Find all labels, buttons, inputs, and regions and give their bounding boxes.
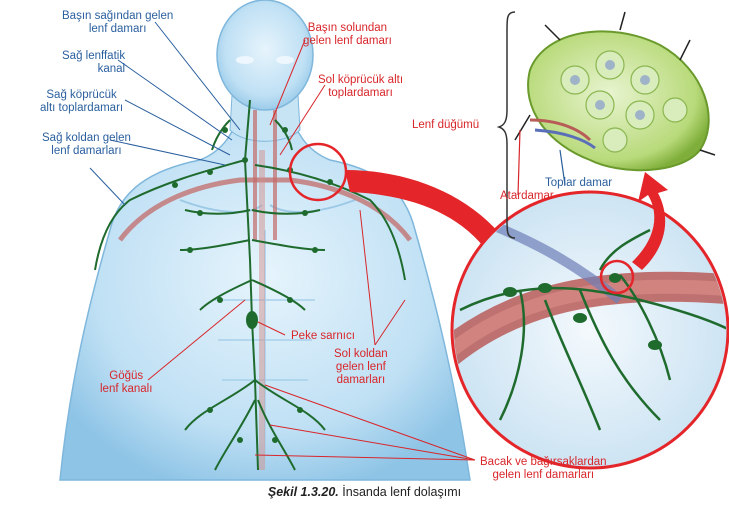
lymph-nodes-body (172, 127, 333, 443)
label-lymph-node: Lenf düğümü (412, 119, 480, 131)
leader-lines (89, 21, 476, 461)
figure-number: Şekil 1.3.20. (267, 485, 339, 499)
body-vessels (118, 110, 412, 470)
node-highlight-circle (599, 259, 635, 295)
label-artery: Atardamar (500, 190, 554, 202)
figure-title: İnsanda lenf dolaşımı (342, 485, 462, 499)
lymph-node-brace (496, 11, 516, 239)
figure-caption: Şekil 1.3.20. İnsanda lenf dolaşımı (0, 485, 729, 499)
lymph-network (94, 99, 406, 471)
label-cisterna-chyli: Peke sarnıcı (291, 330, 355, 342)
zoom-inset (450, 190, 729, 470)
detail-arrow (632, 172, 668, 270)
cisterna-chyli (246, 311, 258, 329)
lymph-node-detail (514, 11, 716, 196)
label-vein: Toplar damar (545, 177, 613, 189)
